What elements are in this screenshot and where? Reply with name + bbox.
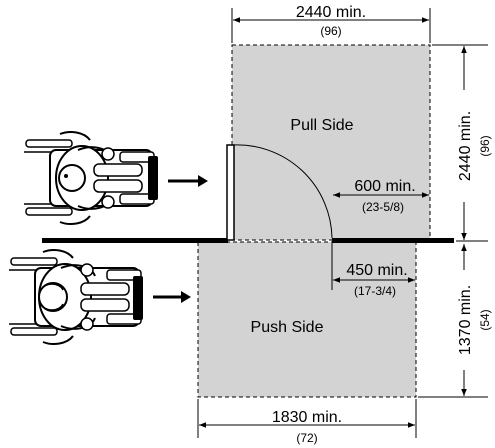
dimension-pull-width: 2440 min. (96) xyxy=(231,4,431,43)
dimension-push-width-sub: (72) xyxy=(296,431,317,445)
wheelchair-user-icon xyxy=(24,131,158,225)
wheelchair-user-icon xyxy=(9,249,143,345)
arrow-right-icon xyxy=(168,175,208,187)
arrow-right-icon xyxy=(153,291,191,303)
door xyxy=(226,144,333,241)
pull-side-clear-space xyxy=(231,44,431,241)
push-side-label: Push Side xyxy=(251,319,324,336)
dimension-latch-push-main: 450 min. xyxy=(346,262,407,279)
door-swing-arc xyxy=(231,144,333,239)
dimension-latch-pull-main: 600 min. xyxy=(354,178,415,195)
dimension-push-depth-sub: (54) xyxy=(478,309,492,330)
dimension-push-depth-main: 1370 min. xyxy=(457,285,474,355)
door-leaf xyxy=(226,144,235,241)
dimension-push-width-main: 1830 min. xyxy=(272,409,342,426)
dimension-latch-pull-sub: (23-5/8) xyxy=(362,200,404,214)
dimension-latch-push: 450 min. (17-3/4) xyxy=(331,243,415,298)
dimension-latch-pull: 600 min. (23-5/8) xyxy=(333,178,429,214)
dimension-pull-width-sub: (96) xyxy=(320,24,341,38)
wall xyxy=(42,238,454,243)
dimension-push-width: 1830 min. (72) xyxy=(197,399,417,445)
dimension-pull-width-main: 2440 min. xyxy=(296,4,366,21)
dimension-push-depth: 1370 min. (54) xyxy=(418,244,492,398)
push-side-clear-space xyxy=(197,241,417,398)
dimension-pull-depth-sub: (96) xyxy=(478,135,492,156)
dimension-latch-push-sub: (17-3/4) xyxy=(354,284,396,298)
dimension-pull-depth: 2440 min. (96) xyxy=(432,44,492,242)
pull-side-label: Pull Side xyxy=(290,117,353,134)
dimension-pull-depth-main: 2440 min. xyxy=(457,111,474,181)
